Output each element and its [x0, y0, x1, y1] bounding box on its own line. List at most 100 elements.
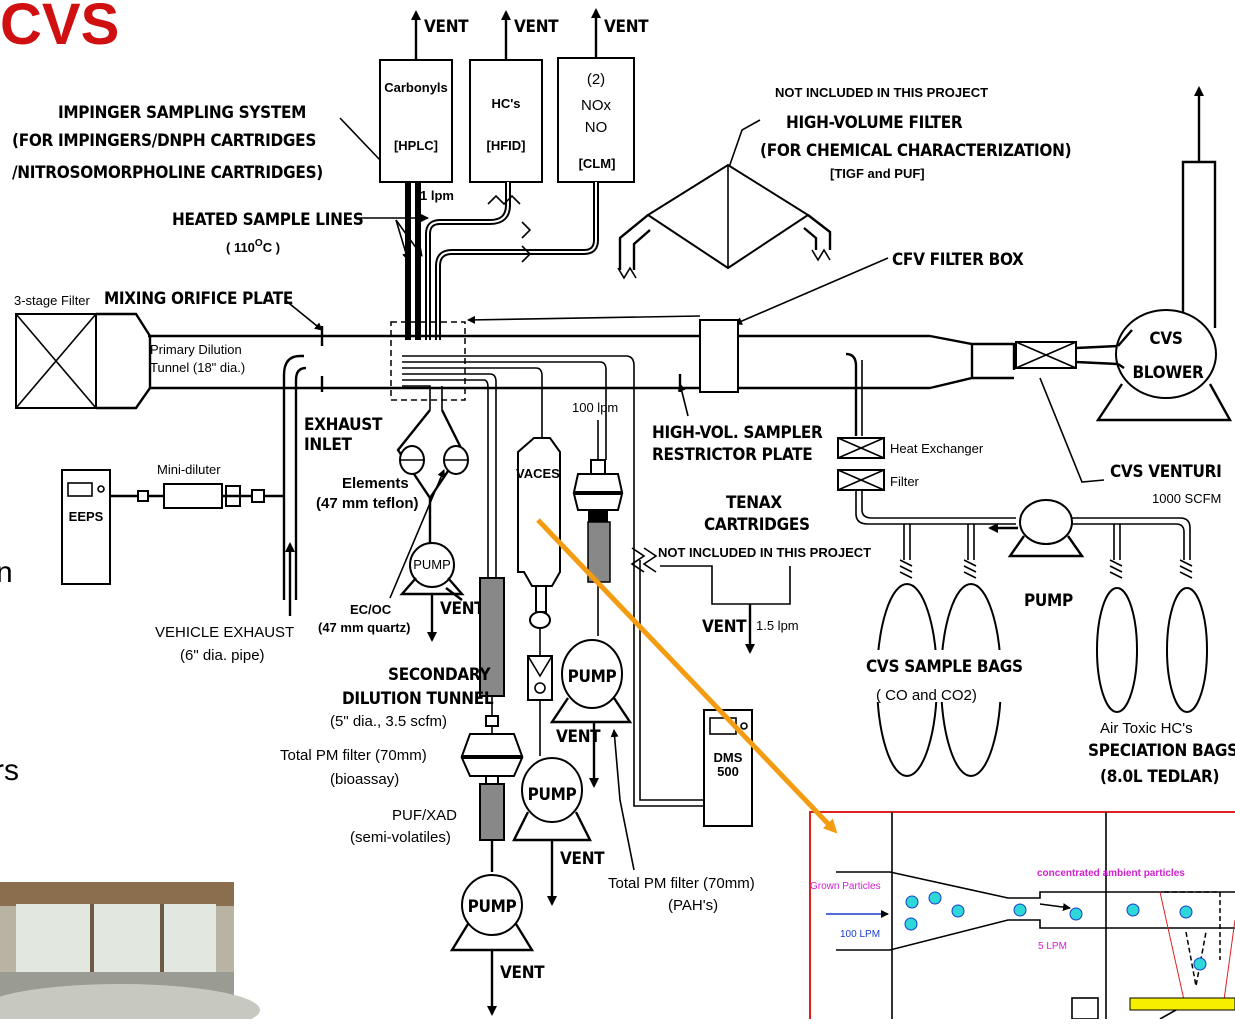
svg-text:3-stage Filter: 3-stage Filter	[14, 293, 91, 308]
hc-analyzer: HC's [HFID]	[469, 59, 543, 183]
dms500-instrument: DMS 500	[630, 547, 753, 827]
svg-text:MIXING ORIFICE PLATE: MIXING ORIFICE PLATE	[104, 289, 293, 309]
svg-text:VACES: VACES	[516, 466, 560, 481]
svg-text:VENT: VENT	[514, 17, 559, 37]
svg-text:PUMP: PUMP	[528, 785, 577, 805]
svg-text:NOT INCLUDED IN THIS PROJECT: NOT INCLUDED IN THIS PROJECT	[658, 545, 871, 560]
svg-text:VENT: VENT	[424, 17, 469, 37]
heat-exchanger: Heat Exchanger Filter	[837, 352, 1016, 525]
svg-text:Primary Dilution: Primary Dilution	[150, 342, 242, 357]
svg-text:Tunnel (18" dia.): Tunnel (18" dia.)	[150, 360, 245, 375]
svg-text:(6" dia. pipe): (6" dia. pipe)	[180, 647, 265, 664]
vaces-inset: Grown Particles 100 LPM concentrated amb…	[809, 811, 1235, 1020]
svg-text:Carbonyls: Carbonyls	[384, 80, 448, 95]
exhaust-inlet: EXHAUST INLET VEHICLE EXHAUST (6" dia. p…	[155, 354, 383, 664]
svg-text:CVS: CVS	[1149, 329, 1182, 349]
svg-text:(5" dia., 3.5 scfm): (5" dia., 3.5 scfm)	[330, 713, 447, 730]
svg-text:SPECIATION BAGS: SPECIATION BAGS	[1088, 741, 1235, 761]
svg-text:(semi-volatiles): (semi-volatiles)	[350, 829, 451, 846]
svg-text:Elements: Elements	[342, 475, 409, 492]
svg-text:EC/OC: EC/OC	[350, 602, 392, 617]
svg-text:1000 SCFM: 1000 SCFM	[1152, 491, 1221, 506]
svg-text:CVS SAMPLE BAGS: CVS SAMPLE BAGS	[866, 657, 1023, 677]
svg-text:NOT INCLUDED IN THIS PROJECT: NOT INCLUDED IN THIS PROJECT	[775, 85, 988, 100]
svg-text:Grown Particles: Grown Particles	[810, 881, 881, 892]
svg-text:PUF/XAD: PUF/XAD	[392, 807, 457, 824]
svg-text:NOx: NOx	[581, 97, 612, 114]
svg-text:Filter: Filter	[890, 474, 920, 489]
svg-text:100 lpm: 100 lpm	[572, 400, 618, 415]
svg-text:VENT: VENT	[604, 17, 649, 37]
vent-arrow: VENT	[501, 10, 559, 60]
svg-text:DILUTION TUNNEL: DILUTION TUNNEL	[342, 689, 494, 709]
side-text-fragment: rs	[0, 754, 19, 787]
svg-text:100 LPM: 100 LPM	[840, 929, 880, 940]
svg-text:[HFID]: [HFID]	[487, 138, 526, 153]
svg-text:(FOR CHEMICAL CHARACTERIZATION: (FOR CHEMICAL CHARACTERIZATION)	[760, 141, 1071, 161]
cvs-venturi-label: CVS VENTURI 1000 SCFM	[1039, 377, 1222, 506]
svg-text:(8.0L TEDLAR): (8.0L TEDLAR)	[1100, 767, 1219, 787]
svg-text:Total PM filter (70mm): Total PM filter (70mm)	[280, 747, 427, 764]
svg-text:HC's: HC's	[491, 96, 520, 111]
svg-text:(47 mm quartz): (47 mm quartz)	[318, 620, 410, 635]
svg-text:CVS VENTURI: CVS VENTURI	[1110, 462, 1222, 482]
svg-text:(FOR IMPINGERS/DNPH CARTRIDGES: (FOR IMPINGERS/DNPH CARTRIDGES	[12, 131, 316, 151]
nox-analyzer: (2) NOx NO [CLM]	[557, 57, 635, 183]
svg-text:CARTRIDGES: CARTRIDGES	[704, 515, 810, 535]
cfv-filter-box-label: CFV FILTER BOX	[734, 250, 1024, 325]
svg-text:5 LPM: 5 LPM	[1038, 941, 1067, 952]
svg-text:VENT: VENT	[560, 849, 605, 869]
vent-arrow: VENT	[411, 10, 469, 60]
eeps-instrument: EEPS	[61, 469, 111, 585]
high-volume-filter: NOT INCLUDED IN THIS PROJECT HIGH-VOLUME…	[617, 85, 1072, 280]
svg-text:BLOWER: BLOWER	[1132, 363, 1204, 383]
sampling-zone	[390, 321, 466, 401]
svg-text:Total PM filter (70mm): Total PM filter (70mm)	[608, 875, 755, 892]
svg-text:NO: NO	[585, 119, 608, 136]
cvs-blower: CVS BLOWER	[1095, 86, 1233, 422]
svg-text:HIGH-VOLUME FILTER: HIGH-VOLUME FILTER	[786, 113, 963, 133]
carbonyls-analyzer: Carbonyls [HPLC]	[379, 59, 453, 183]
svg-text:(PAH's): (PAH's)	[668, 897, 718, 914]
vent-arrow: VENT	[591, 8, 649, 58]
svg-text:1.5 lpm: 1.5 lpm	[756, 618, 799, 633]
svg-text:CFV FILTER BOX: CFV FILTER BOX	[892, 250, 1024, 270]
side-text-fragment: n	[0, 556, 13, 589]
svg-text:DMS: DMS	[714, 750, 743, 765]
svg-text:INLET: INLET	[304, 435, 352, 455]
callout-arrow	[536, 518, 838, 834]
mini-diluter: Mini-diluter	[110, 462, 284, 509]
speciation-bags: PUMP Air Toxic HC's SPECIATION BAGS (8.0…	[988, 499, 1235, 787]
svg-text:/NITROSOMORPHOLINE CARTRIDGES): /NITROSOMORPHOLINE CARTRIDGES)	[12, 163, 323, 183]
svg-text:TENAX: TENAX	[726, 493, 782, 513]
svg-text:( CO and CO2): ( CO and CO2)	[876, 687, 977, 704]
sample-branch-lines	[402, 355, 635, 580]
svg-text:PUMP: PUMP	[413, 557, 451, 572]
svg-text:concentrated ambient particles: concentrated ambient particles	[1037, 868, 1185, 879]
pah-filter-column: 100 lpm PUMP VENT Total PM filter (70mm)…	[549, 400, 755, 914]
svg-text:IMPINGER SAMPLING SYSTEM: IMPINGER SAMPLING SYSTEM	[58, 103, 306, 123]
svg-text:VENT: VENT	[440, 599, 485, 619]
svg-text:HEATED SAMPLE LINES: HEATED SAMPLE LINES	[172, 210, 363, 230]
svg-text:(2): (2)	[587, 71, 605, 88]
svg-text:VENT: VENT	[702, 617, 747, 637]
svg-text:Heat Exchanger: Heat Exchanger	[890, 441, 984, 456]
svg-text:(bioassay): (bioassay)	[330, 771, 399, 788]
cvs-sample-bags: CVS SAMPLE BAGS ( CO and CO2)	[860, 524, 1023, 777]
svg-text:PUMP: PUMP	[1024, 591, 1073, 611]
heated-sample-lines: 1 lpm HEATED SAMPLE LINES ( 110OC )	[172, 182, 599, 340]
photo-fragment	[0, 882, 260, 1024]
svg-text:( 110OC ): ( 110OC )	[226, 238, 280, 255]
svg-text:[CLM]: [CLM]	[579, 156, 616, 171]
svg-text:500: 500	[717, 764, 739, 779]
svg-text:VEHICLE EXHAUST: VEHICLE EXHAUST	[155, 624, 294, 641]
svg-text:[HPLC]: [HPLC]	[394, 138, 438, 153]
vaces-concentrator: PUMP VENT VACES	[512, 437, 605, 906]
primary-dilution-tunnel: 3-stage Filter MIXING ORIFICE PLATE Prim…	[14, 289, 1119, 410]
page-title: CVS	[0, 0, 119, 57]
impinger-label: IMPINGER SAMPLING SYSTEM (FOR IMPINGERS/…	[12, 103, 381, 183]
svg-text:VENT: VENT	[500, 963, 545, 983]
svg-text:1 lpm: 1 lpm	[420, 188, 454, 203]
